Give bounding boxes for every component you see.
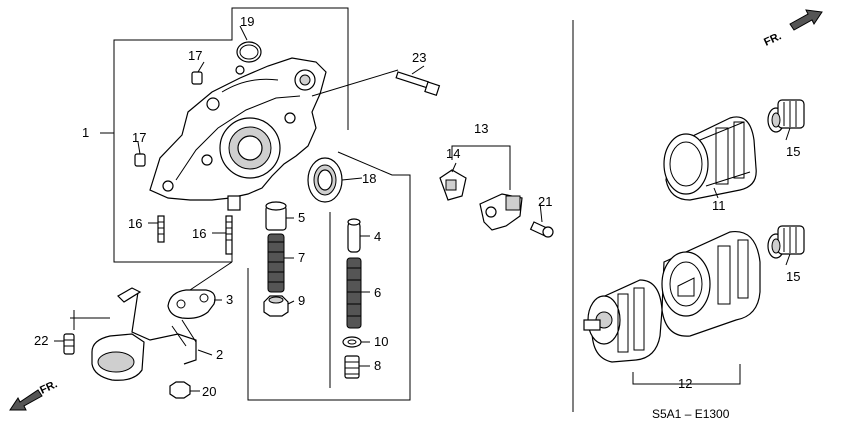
diagram-code: S5A1 – E1300 [652,407,730,421]
gasket-3 [167,289,216,319]
fr-label-top: FR. [762,30,783,48]
spring-6 [346,257,362,329]
relief-cap-5 [265,201,287,231]
callout-18: 18 [362,171,376,186]
callout-8: 8 [374,358,381,373]
callout-12: 12 [678,376,692,391]
stud-16b [225,215,233,255]
bolt-23 [311,69,441,97]
callout-21: 21 [538,194,552,209]
bolt-21 [529,221,554,238]
oil-filter-12a [661,230,761,337]
bolt-22 [63,333,75,355]
callout-14: 14 [446,146,460,161]
callout-17-lower: 17 [132,130,146,145]
callout-7: 7 [298,250,305,265]
callout-11: 11 [712,198,726,213]
callout-1: 1 [82,125,89,140]
dowel-pin-17b [134,153,146,167]
callout-leaders [54,25,791,392]
callout-6: 6 [374,285,381,300]
nut-9 [263,295,289,317]
oil-seal-18 [307,157,343,203]
sensor-bracket-13 [479,193,523,231]
oil-filter-11 [663,116,757,201]
washer-10 [342,336,362,348]
fr-label-bottom: FR. [38,378,59,396]
callout-2: 2 [216,347,223,362]
fitting-15b [767,225,805,259]
callout-17-upper: 17 [188,48,202,63]
dowel-pin-17a [191,71,203,85]
callout-22: 22 [34,333,48,348]
callout-15-lower: 15 [786,269,800,284]
stud-16a [157,215,165,243]
bolt-8 [344,355,360,379]
fr-arrow-bottom: FR. [9,378,59,411]
spring-7 [267,233,285,293]
callout-16-left: 16 [128,216,142,231]
callout-numbers: 1 2 3 4 5 6 7 8 9 10 11 12 13 14 15 15 1… [34,14,800,399]
fr-arrow-top: FR. [762,9,823,49]
callout-4: 4 [374,229,381,244]
sensor-14 [439,169,467,201]
nut-20 [169,381,191,399]
group-lines [100,7,741,412]
relief-valve-4 [347,218,361,253]
fitting-15a [767,99,805,133]
callout-9: 9 [298,293,305,308]
callout-10: 10 [374,334,388,349]
oil-pump-body [149,57,327,211]
callout-3: 3 [226,292,233,307]
callout-19: 19 [240,14,254,29]
callout-5: 5 [298,210,305,225]
callout-15-upper: 15 [786,144,800,159]
callout-20: 20 [202,384,216,399]
callout-23: 23 [412,50,426,65]
callout-13: 13 [474,121,488,136]
callout-16-right: 16 [192,226,206,241]
strainer-2 [70,287,197,381]
oil-filter-12b [583,279,663,363]
